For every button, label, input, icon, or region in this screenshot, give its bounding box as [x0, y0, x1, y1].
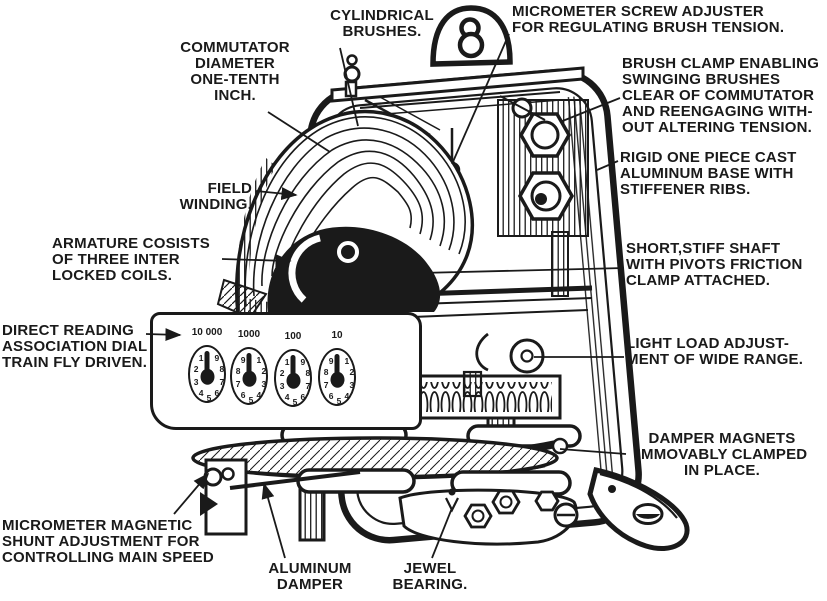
- dial-digit: 6: [214, 388, 220, 399]
- brush-knob: [343, 65, 361, 83]
- label-damper-magnets: DAMPER MAGNETS IMMOVABLY CLAMPED IN PLAC…: [636, 430, 808, 479]
- dial-digit: 1: [198, 352, 204, 363]
- dial-digit: 1: [256, 354, 262, 365]
- dial-digit: 8: [219, 363, 225, 374]
- dial-digit: 1: [344, 355, 350, 366]
- dial-digit: 2: [279, 367, 285, 378]
- dial-pointer: [334, 354, 340, 381]
- label-jewel-bearing: JEWEL BEARING.: [392, 560, 468, 593]
- hex-nut: [518, 112, 572, 158]
- label-cylindrical-brushes: CYLINDRICAL BRUSHES.: [330, 7, 434, 40]
- dial-digit: 8: [235, 365, 241, 376]
- dial-digit: 4: [284, 392, 290, 403]
- base-panel: [497, 99, 589, 237]
- label-field-winding: FIELD WINDING.: [179, 180, 252, 213]
- dial-digit: 4: [256, 390, 262, 401]
- dial-digit: 3: [261, 379, 267, 390]
- dial-digit: 8: [323, 366, 329, 377]
- dial-digit: 4: [344, 391, 350, 402]
- dial-multiplier: 10: [331, 330, 343, 341]
- pulley: [509, 338, 545, 374]
- dial-digit: 2: [261, 365, 267, 376]
- dial-digit: 7: [305, 381, 311, 392]
- dial-digit: 6: [300, 392, 306, 403]
- label-armature: ARMATURE COSISTS OF THREE INTER LOCKED C…: [52, 235, 210, 284]
- dial-digit: 2: [349, 366, 355, 377]
- mounting-foot: [587, 467, 690, 552]
- dial-pointer: [290, 355, 296, 382]
- dial-digit: 5: [336, 395, 342, 406]
- dial-digit: 5: [206, 392, 212, 403]
- dial-pointer: [246, 353, 252, 380]
- label-rigid-base: RIGID ONE PIECE CAST ALUMINUM BASE WITH …: [620, 149, 797, 198]
- dial-digit: 1: [284, 356, 290, 367]
- armature-opening: [216, 226, 441, 320]
- label-brush-clamp: BRUSH CLAMP ENABLING SWINGING BRUSHES CL…: [622, 55, 820, 136]
- dial-digit: 6: [240, 390, 246, 401]
- dial-digit: 5: [292, 396, 298, 407]
- dial-digit: 7: [235, 379, 241, 390]
- shunt-bracket: [200, 458, 361, 536]
- hex-nut: [534, 490, 560, 512]
- dial-digit: 4: [198, 388, 204, 399]
- dial-digit: 3: [349, 380, 355, 391]
- label-short-shaft: SHORT,STIFF SHAFT WITH PIVOTS FRICTION C…: [626, 240, 803, 289]
- dial-digit: 9: [328, 355, 334, 366]
- label-micrometer-magnetic: MICROMETER MAGNETIC SHUNT ADJUSTMENT FOR…: [2, 517, 214, 566]
- dial-multiplier: 10 000: [191, 327, 223, 338]
- dial-multiplier: 1000: [237, 329, 261, 340]
- dial-digit: 9: [240, 354, 246, 365]
- hex-nut: [463, 503, 493, 529]
- clamp-plate: [398, 488, 579, 546]
- dial-digit: 3: [279, 381, 285, 392]
- commutator: [288, 234, 321, 303]
- dial-pointer: [204, 351, 210, 378]
- dial-digit: 5: [248, 394, 254, 405]
- hex-nut: [491, 489, 521, 515]
- dial-multiplier: 100: [284, 331, 302, 342]
- label-commutator: COMMUTATOR DIAMETER ONE-TENTH INCH.: [180, 39, 290, 104]
- dial-digit: 7: [323, 380, 329, 391]
- label-light-load: LIGHT LOAD ADJUST- MENT OF WIDE RANGE.: [626, 335, 804, 368]
- dial-digit: 9: [214, 352, 220, 363]
- dial-digit: 6: [328, 391, 334, 402]
- dial-digit: 9: [300, 356, 306, 367]
- dial-digit: 2: [193, 363, 199, 374]
- light-load-adjustment: [406, 332, 562, 420]
- magnet-clamp-screw: [551, 437, 569, 455]
- dial-digit: 8: [305, 367, 311, 378]
- label-direct-reading: DIRECT READING ASSOCIATION DIAL TRAIN FL…: [2, 322, 148, 371]
- label-aluminum-damper: ALUMINUM DAMPER: [268, 560, 352, 593]
- label-micrometer-screw: MICROMETER SCREW ADJUSTER FOR REGULATING…: [512, 3, 785, 36]
- dial-digit: 7: [219, 377, 225, 388]
- dial-digit: 3: [193, 377, 199, 388]
